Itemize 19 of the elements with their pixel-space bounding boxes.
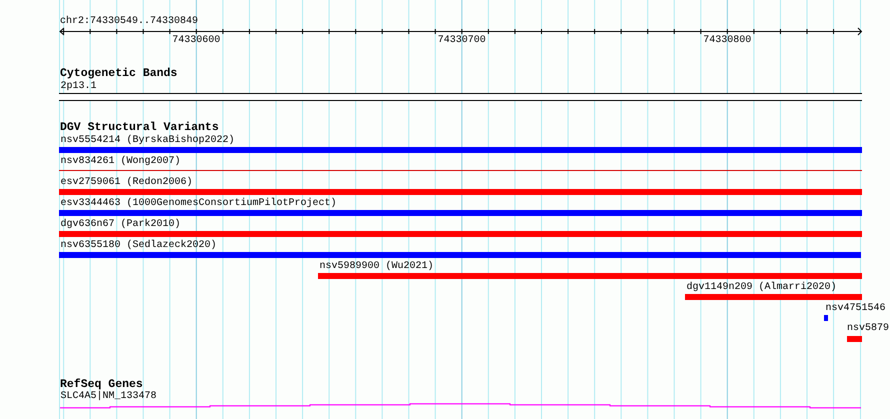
tick-label: 74330700 [438, 34, 486, 46]
tick-label: 74330800 [703, 34, 752, 46]
variant-label: dgv636n67 (Park2010) [60, 218, 181, 230]
variant-label: esv2759061 (Redon2006) [60, 176, 193, 188]
cytoband-label: 2p13.1 [60, 80, 97, 92]
variant-label: nsv4751546 [824, 302, 886, 314]
gene-label: SLC4A5|NM_133478 [60, 391, 157, 402]
variant-label: esv3344463 (1000GenomesConsortiumPilotProject) [60, 198, 337, 209]
variant-label: dgv1149n209 (Almarri2020) [686, 282, 837, 293]
variant-label: nsv6355180 (Sedlazeck2020) [60, 240, 217, 251]
track-title: Cytogenetic Bands [60, 68, 178, 80]
variant-label: nsv5989900 (Wu2021) [318, 260, 434, 272]
track-title: DGV Structural Variants [60, 122, 219, 134]
variant-label: nsv5879 [847, 323, 890, 334]
tick-label: 74330600 [172, 34, 220, 46]
variant-label: nsv5554214 (ByrskaBishop2022) [60, 134, 235, 146]
coordinate-label: chr2:74330549..74330849 [60, 16, 198, 26]
track-title: RefSeq Genes [60, 379, 143, 392]
variant-label: nsv834261 (Wong2007) [60, 156, 181, 166]
